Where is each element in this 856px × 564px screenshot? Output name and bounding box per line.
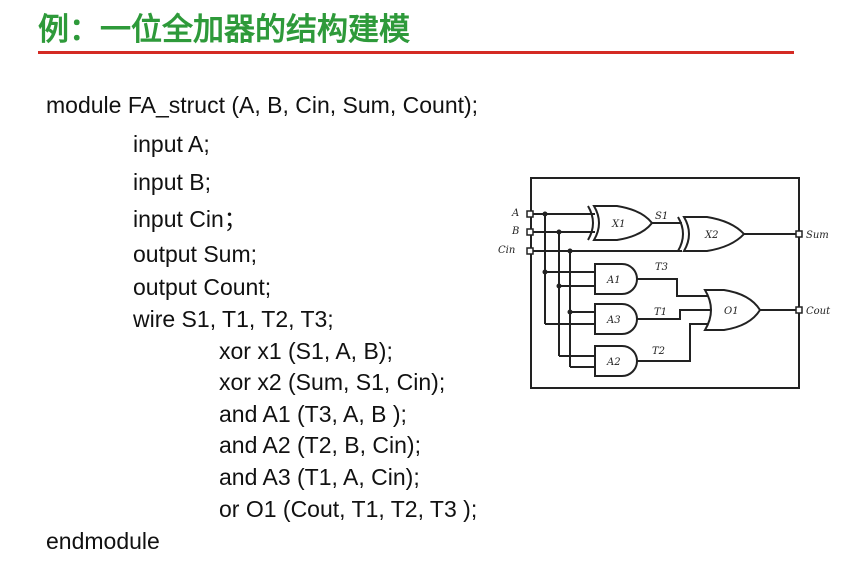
and-gate-a1: A1 bbox=[594, 263, 638, 295]
gate-label-x1: X1 bbox=[611, 219, 625, 230]
gate-label-a3: A3 bbox=[606, 315, 621, 326]
and-output-wires bbox=[637, 278, 710, 362]
code-line: endmodule bbox=[46, 528, 160, 554]
code-line: module FA_struct (A, B, Cin, Sum, Count)… bbox=[46, 92, 479, 118]
code-line: output Sum; bbox=[133, 241, 258, 267]
xor-gate-x1: X1 bbox=[587, 205, 654, 241]
output-terminal-sum bbox=[795, 230, 803, 238]
code-line: input A; bbox=[133, 131, 210, 157]
and-gate-a2: A2 bbox=[594, 345, 638, 377]
input-terminal-a bbox=[526, 210, 534, 218]
input-buses bbox=[533, 211, 682, 368]
code-line: and A1 (T3, A, B ); bbox=[219, 401, 407, 427]
input-label-a: A bbox=[511, 208, 519, 219]
gate-label-a2: A2 bbox=[606, 357, 621, 368]
output-terminal-cout bbox=[795, 306, 803, 314]
xor-gate-x2: X2 bbox=[677, 216, 746, 252]
full-adder-circuit-diagram: A B Cin X1 S1 X2 S bbox=[498, 177, 831, 389]
gate-label-o1: O1 bbox=[724, 306, 739, 317]
title-underline bbox=[38, 51, 794, 54]
input-terminal-cin bbox=[526, 247, 534, 255]
code-line: and A3 (T1, A, Cin); bbox=[219, 464, 420, 490]
wire-label-t3: T3 bbox=[655, 262, 668, 273]
code-line: or O1 (Cout, T1, T2, T3 ); bbox=[219, 496, 478, 522]
gate-label-x2: X2 bbox=[704, 230, 718, 241]
input-terminal-b bbox=[526, 228, 534, 236]
input-label-b: B bbox=[511, 226, 519, 237]
code-line: input B; bbox=[133, 169, 211, 195]
code-line: output Count; bbox=[133, 274, 272, 300]
gate-label-a1: A1 bbox=[606, 275, 621, 286]
or-gate-o1: O1 bbox=[703, 289, 762, 331]
output-label-sum: Sum bbox=[806, 230, 829, 241]
code-line: and A2 (T2, B, Cin); bbox=[219, 432, 421, 458]
input-label-cin: Cin bbox=[498, 245, 515, 256]
slide-title: 例：一位全加器的结构建模 bbox=[38, 12, 410, 48]
wire-label-t2: T2 bbox=[652, 346, 665, 357]
code-line: xor x2 (Sum, S1, Cin); bbox=[219, 369, 446, 395]
diagram-border bbox=[530, 177, 800, 389]
wire-label-s1: S1 bbox=[655, 211, 668, 222]
wire-label-t1: T1 bbox=[654, 307, 667, 318]
and-gate-a3: A3 bbox=[594, 303, 638, 335]
code-line: input Cin； bbox=[133, 206, 247, 232]
code-line: wire S1, T1, T2, T3; bbox=[133, 306, 334, 332]
output-label-cout: Cout bbox=[806, 306, 831, 317]
code-line: xor x1 (S1, A, B); bbox=[219, 338, 393, 364]
